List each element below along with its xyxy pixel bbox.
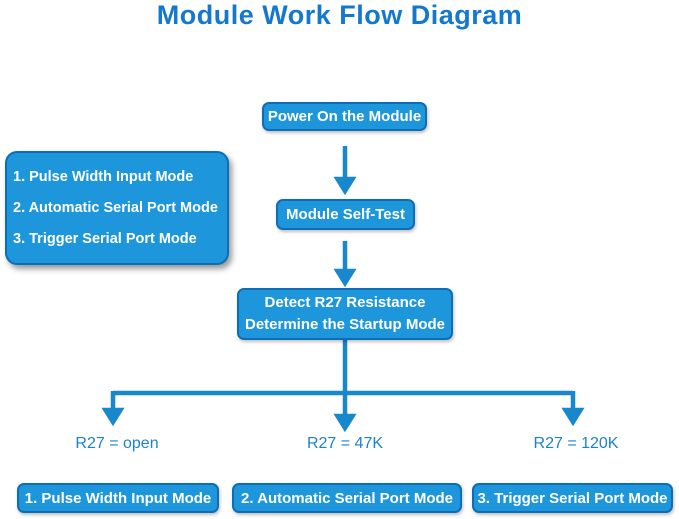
mode-legend-box: 1. Pulse Width Input Mode 2. Automatic S… <box>5 151 229 265</box>
node-mode-pulse-width: 1. Pulse Width Input Mode <box>17 483 219 513</box>
arrowhead-power-to-selftest <box>333 176 357 196</box>
node-mode-trigger-serial: 3. Trigger Serial Port Mode <box>472 483 673 513</box>
node-module-self-test: Module Self-Test <box>276 199 415 230</box>
legend-item-automatic-serial: 2. Automatic Serial Port Mode <box>13 199 218 216</box>
node-mode-automatic-serial: 2. Automatic Serial Port Mode <box>232 483 462 513</box>
branch-condition-open: R27 = open <box>75 435 159 452</box>
node-power-on: Power On the Module <box>262 102 427 131</box>
arrowhead-selftest-to-detect <box>333 268 357 288</box>
detect-line-1: Detect R27 Resistance <box>264 294 426 312</box>
arrowhead-branch-left <box>101 407 125 427</box>
arrowhead-branch-right <box>561 407 585 427</box>
node-detect-r27: Detect R27 Resistance Determine the Star… <box>237 288 453 340</box>
branch-condition-120k: R27 = 120K <box>533 435 619 452</box>
legend-item-trigger-serial: 3. Trigger Serial Port Mode <box>13 231 197 248</box>
page-title: Module Work Flow Diagram <box>156 0 523 30</box>
detect-line-2: Determine the Startup Mode <box>244 316 446 333</box>
legend-item-pulse-width: 1. Pulse Width Input Mode <box>13 168 194 185</box>
branch-condition-47k: R27 = 47K <box>306 435 384 452</box>
arrowhead-branch-center <box>333 413 357 433</box>
